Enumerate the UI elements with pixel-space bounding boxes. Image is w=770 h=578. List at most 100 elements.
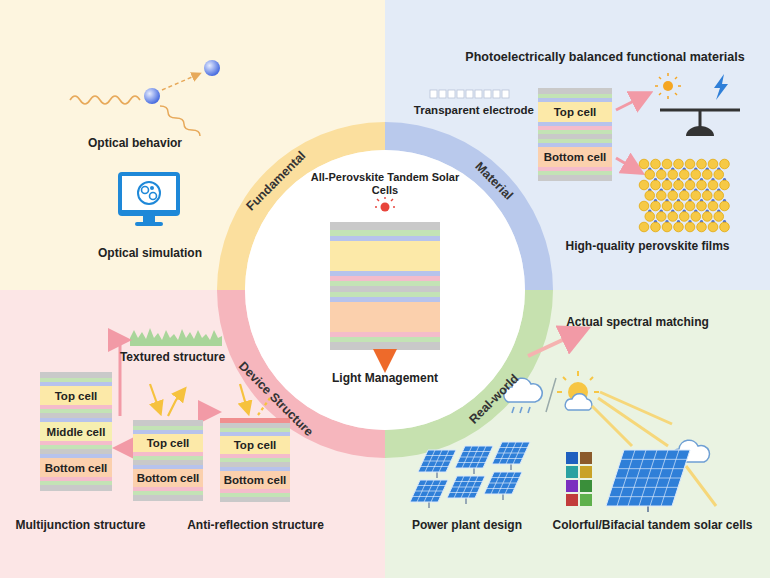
panel-grid xyxy=(413,496,441,497)
panel-grid xyxy=(455,481,483,482)
rain-cloud-icon xyxy=(528,407,530,413)
stack-layer xyxy=(40,413,112,418)
film-grain xyxy=(674,222,684,232)
solar-panel xyxy=(492,442,530,464)
stack-layer xyxy=(40,454,112,458)
light-rays xyxy=(240,384,248,412)
electrode-segment xyxy=(448,90,455,98)
sun-rays xyxy=(391,199,393,201)
color-swatch xyxy=(566,452,578,464)
balance-base xyxy=(686,126,714,136)
color-swatch xyxy=(580,452,592,464)
electrode-segment xyxy=(484,90,491,98)
panel-grid xyxy=(500,447,528,448)
caption-label: Colorful/Bifacial tandem solar cells xyxy=(540,518,765,532)
caption-label: Actual spectral matching xyxy=(555,315,720,329)
sun-rays xyxy=(667,96,669,99)
color-swatch xyxy=(580,466,592,478)
film-grain xyxy=(651,222,661,232)
monitor-stand xyxy=(143,216,155,222)
cell-layer: Bottom cell xyxy=(40,458,112,477)
cell-layer: Top cell xyxy=(40,386,112,405)
stack-layer xyxy=(538,126,612,130)
stack-layer xyxy=(133,465,203,469)
stack-layer xyxy=(538,102,612,122)
stack-layer xyxy=(133,495,203,501)
panel-grid xyxy=(487,488,515,489)
cell-name: Top cell xyxy=(234,439,277,451)
inner-circle xyxy=(245,150,525,430)
stack-layer xyxy=(133,426,203,430)
rain-cloud-icon xyxy=(520,407,522,413)
monitor xyxy=(118,172,180,216)
film-grain xyxy=(668,191,678,201)
film-grain xyxy=(702,191,712,201)
light-arrow xyxy=(384,214,387,364)
stack-layer xyxy=(220,432,290,436)
film-grain xyxy=(691,170,701,180)
light-rays xyxy=(150,384,160,412)
film-grain xyxy=(708,222,718,232)
sun-rays xyxy=(659,77,661,79)
film-grain xyxy=(685,180,695,190)
stack-layer xyxy=(133,420,203,426)
sun-beams xyxy=(592,392,716,506)
panel-grid xyxy=(495,458,523,459)
repeated-art xyxy=(410,90,729,512)
light-wave xyxy=(70,96,140,104)
stack-layer xyxy=(538,143,612,147)
film-grain xyxy=(674,159,684,169)
cell-layer: Bottom cell xyxy=(220,471,290,489)
particle xyxy=(144,88,160,104)
caption-label: Anti-reflection structure xyxy=(178,518,333,532)
film-grain xyxy=(691,191,701,201)
sun-rays xyxy=(655,85,658,87)
panel-grid xyxy=(415,491,443,492)
panel-grid xyxy=(460,457,488,458)
film-grain xyxy=(714,212,724,222)
stack-layer xyxy=(538,122,612,126)
caption-label: Textured structure xyxy=(110,350,235,364)
color-swatch xyxy=(580,480,592,492)
film-grain xyxy=(720,180,730,190)
film-grain xyxy=(645,191,655,201)
electrode-segment xyxy=(466,90,473,98)
sun-rays xyxy=(377,199,379,201)
stack-layer xyxy=(538,171,612,175)
caption-label: High-quality perovskite films xyxy=(555,239,740,253)
stack-layer xyxy=(40,485,112,491)
sun-rays xyxy=(675,77,677,79)
sun-rays xyxy=(557,391,562,393)
caption-label: Light Management xyxy=(305,371,465,385)
film-grain xyxy=(697,201,707,211)
film-grain xyxy=(708,201,718,211)
textured-surface xyxy=(130,328,222,346)
stack-layer xyxy=(538,98,612,102)
cell-layer: Middle cell xyxy=(40,422,112,441)
cell-layer: Bottom cell xyxy=(538,147,612,167)
stack-layer xyxy=(220,471,290,489)
sun-rays xyxy=(557,371,599,392)
film-grain xyxy=(679,170,689,180)
stack-layer xyxy=(133,460,203,465)
cell-name: Top cell xyxy=(554,106,597,118)
sun-rays xyxy=(590,377,593,380)
stack-layer xyxy=(40,372,112,378)
panel-grid xyxy=(618,468,684,469)
film-grain xyxy=(656,191,666,201)
stack-layer xyxy=(40,382,112,386)
stack-layer xyxy=(40,441,112,445)
color-swatch xyxy=(566,494,578,506)
sun-beams xyxy=(592,406,632,446)
stack-layer xyxy=(538,167,612,171)
stack-layer xyxy=(538,130,612,134)
stack-layer xyxy=(220,428,290,432)
stack-layer xyxy=(538,139,612,143)
sun-rays xyxy=(678,85,681,87)
caption-label: All-Perovskite Tandem Solar Cells xyxy=(310,171,460,197)
stack-layer xyxy=(40,422,112,441)
film-grain xyxy=(651,180,661,190)
film-grain xyxy=(639,201,649,211)
sun-rays xyxy=(375,197,395,207)
light-rays xyxy=(150,384,270,416)
